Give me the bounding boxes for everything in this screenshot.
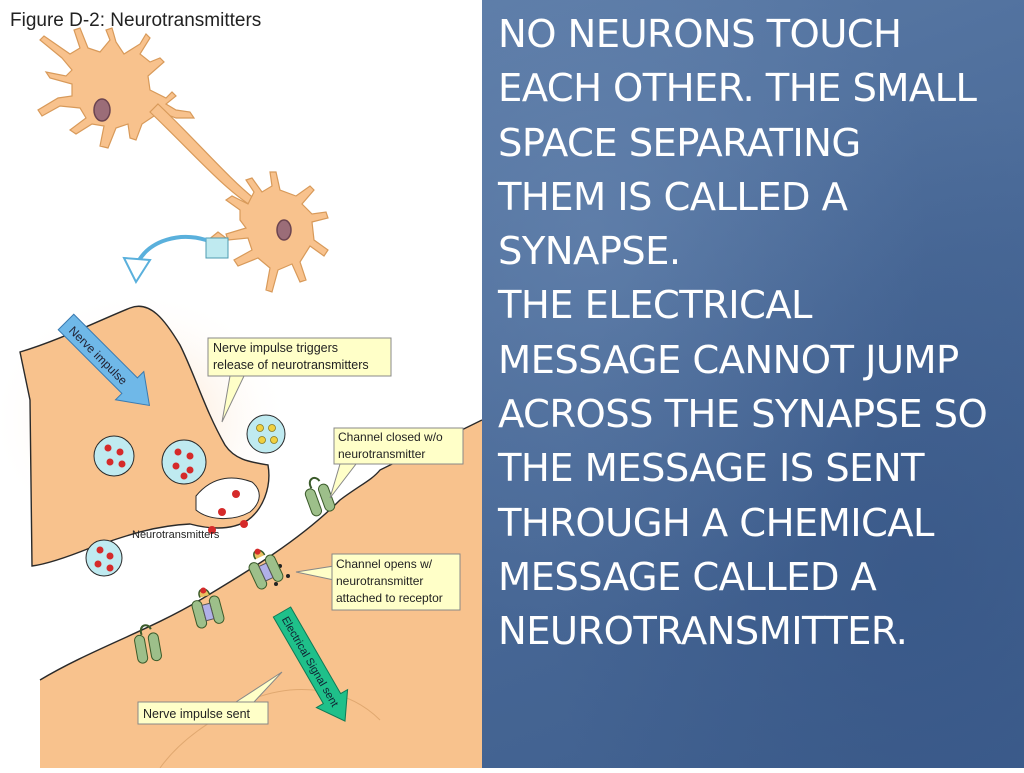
receptor-channels — [134, 477, 336, 664]
svg-text:Nerve impulse triggers: Nerve impulse triggers — [213, 341, 338, 355]
slide-line: ACROSS THE SYNAPSE SO — [498, 392, 988, 438]
figure-title: Figure D-2: Neurotransmitters — [10, 10, 261, 31]
nucleus-lower — [276, 219, 292, 241]
svg-text:neurotransmitter: neurotransmitter — [336, 574, 423, 588]
svg-text:attached to receptor: attached to receptor — [336, 591, 443, 605]
synapse-diagram: Figure D-2: Neurotransmitters — [0, 10, 483, 769]
neurotransmitter-dots — [94, 444, 248, 572]
synapse-zoom-box — [205, 237, 229, 259]
slide-line: SPACE SEPARATING — [498, 120, 861, 166]
neurotransmitters-label: Neurotransmitters — [132, 529, 220, 541]
zoom-arrow-curve — [136, 235, 207, 264]
slide-text: NO NEURONS TOUCH EACH OTHER. THE SMALL S… — [498, 8, 1024, 660]
neuron-upper — [37, 27, 257, 206]
slide-line: THROUGH A CHEMICAL — [498, 500, 935, 546]
black-dots — [274, 564, 290, 586]
neuron-lower — [207, 171, 329, 293]
slide-line: NEUROTRANSMITTER. — [498, 609, 908, 655]
zoom-arrow-head — [122, 256, 152, 285]
slide-line: MESSAGE CANNOT JUMP — [498, 337, 959, 383]
slide-line: THE MESSAGE IS SENT — [498, 446, 925, 492]
neurotransmitter-yellow-dots — [256, 424, 278, 444]
slide-line: MESSAGE CALLED A — [498, 554, 877, 600]
neurotransmitter-figure: Figure D-2: Neurotransmitters — [0, 0, 483, 769]
slide-line: NO NEURONS TOUCH — [498, 12, 902, 57]
text-panel: NO NEURONS TOUCH EACH OTHER. THE SMALL S… — [482, 0, 1024, 768]
svg-text:release of neurotransmitters: release of neurotransmitters — [213, 358, 369, 372]
slide-line: THE ELECTRICAL — [498, 283, 813, 329]
svg-text:Channel opens w/: Channel opens w/ — [336, 557, 433, 571]
svg-text:Channel closed w/o: Channel closed w/o — [338, 430, 443, 444]
slide-line: SYNAPSE. — [498, 229, 681, 275]
svg-text:neurotransmitter: neurotransmitter — [338, 447, 425, 461]
callout-channel-opens: Channel opens w/ neurotransmitter attach… — [295, 553, 461, 611]
callout-impulse-sent: Nerve impulse sent — [137, 671, 283, 725]
callout-channel-closed: Channel closed w/o neurotransmitter — [329, 427, 464, 499]
slide-line: THEM IS CALLED A — [498, 174, 848, 220]
postsynaptic-dendrite — [39, 419, 483, 769]
slide-line: EACH OTHER. THE SMALL — [498, 66, 977, 112]
callout-release: Nerve impulse triggers release of neurot… — [207, 337, 392, 423]
svg-text:Nerve impulse sent: Nerve impulse sent — [143, 707, 251, 721]
nucleus-upper — [93, 98, 111, 122]
